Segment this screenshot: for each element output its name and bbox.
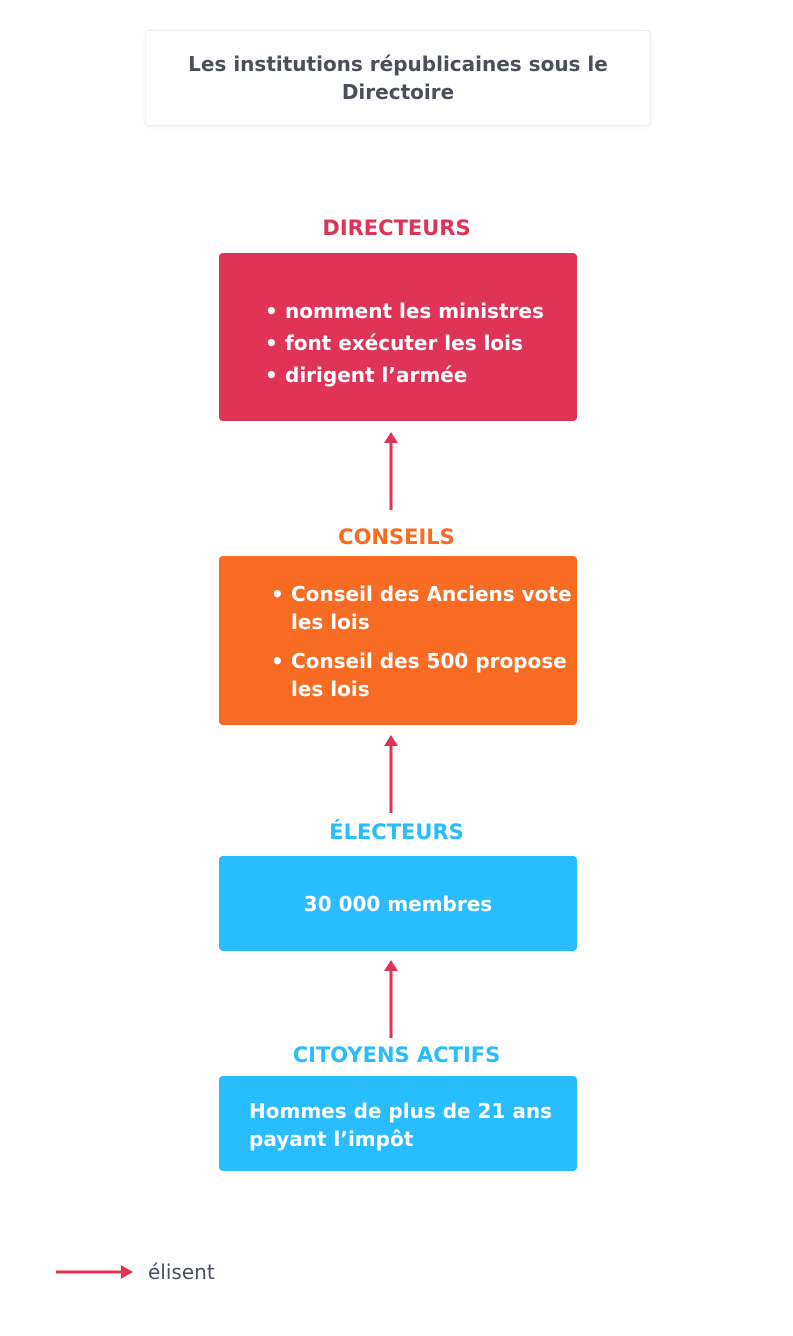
box-conseils: Conseil des Anciens vote les lois Consei… [219,556,577,725]
label-directeurs: DIRECTEURS [322,216,471,240]
electeurs-text: 30 000 membres [303,891,493,916]
list-item: font exécuter les lois [263,327,577,359]
conseils-list: Conseil des Anciens vote les lois Consei… [269,580,577,703]
arrow-up-icon [384,960,398,1038]
box-directeurs: nomment les ministres font exécuter les … [219,253,577,421]
directeurs-list: nomment les ministres font exécuter les … [263,295,577,391]
list-item: dirigent l’armée [263,359,577,391]
list-item: Conseil des Anciens vote les lois [269,580,577,636]
label-conseils: CONSEILS [338,525,455,549]
arrow-up-icon [384,432,398,510]
list-item: nomment les ministres [263,295,577,327]
arrow-up-icon [384,735,398,813]
legend-label: élisent [148,1260,215,1284]
box-electeurs: 30 000 membres [219,856,577,951]
label-citoyens: CITOYENS ACTIFS [292,1043,501,1067]
list-item: Conseil des 500 propose les lois [269,647,577,703]
label-electeurs: ÉLECTEURS [329,820,464,844]
diagram-title: Les institutions républicaines sous le D… [188,52,608,104]
diagram-title-box: Les institutions républicaines sous le D… [145,30,651,126]
box-citoyens: Hommes de plus de 21 ans payant l’impôt [219,1076,577,1171]
citoyens-text: Hommes de plus de 21 ans payant l’impôt [249,1099,552,1151]
arrow-right-icon [56,1265,133,1279]
